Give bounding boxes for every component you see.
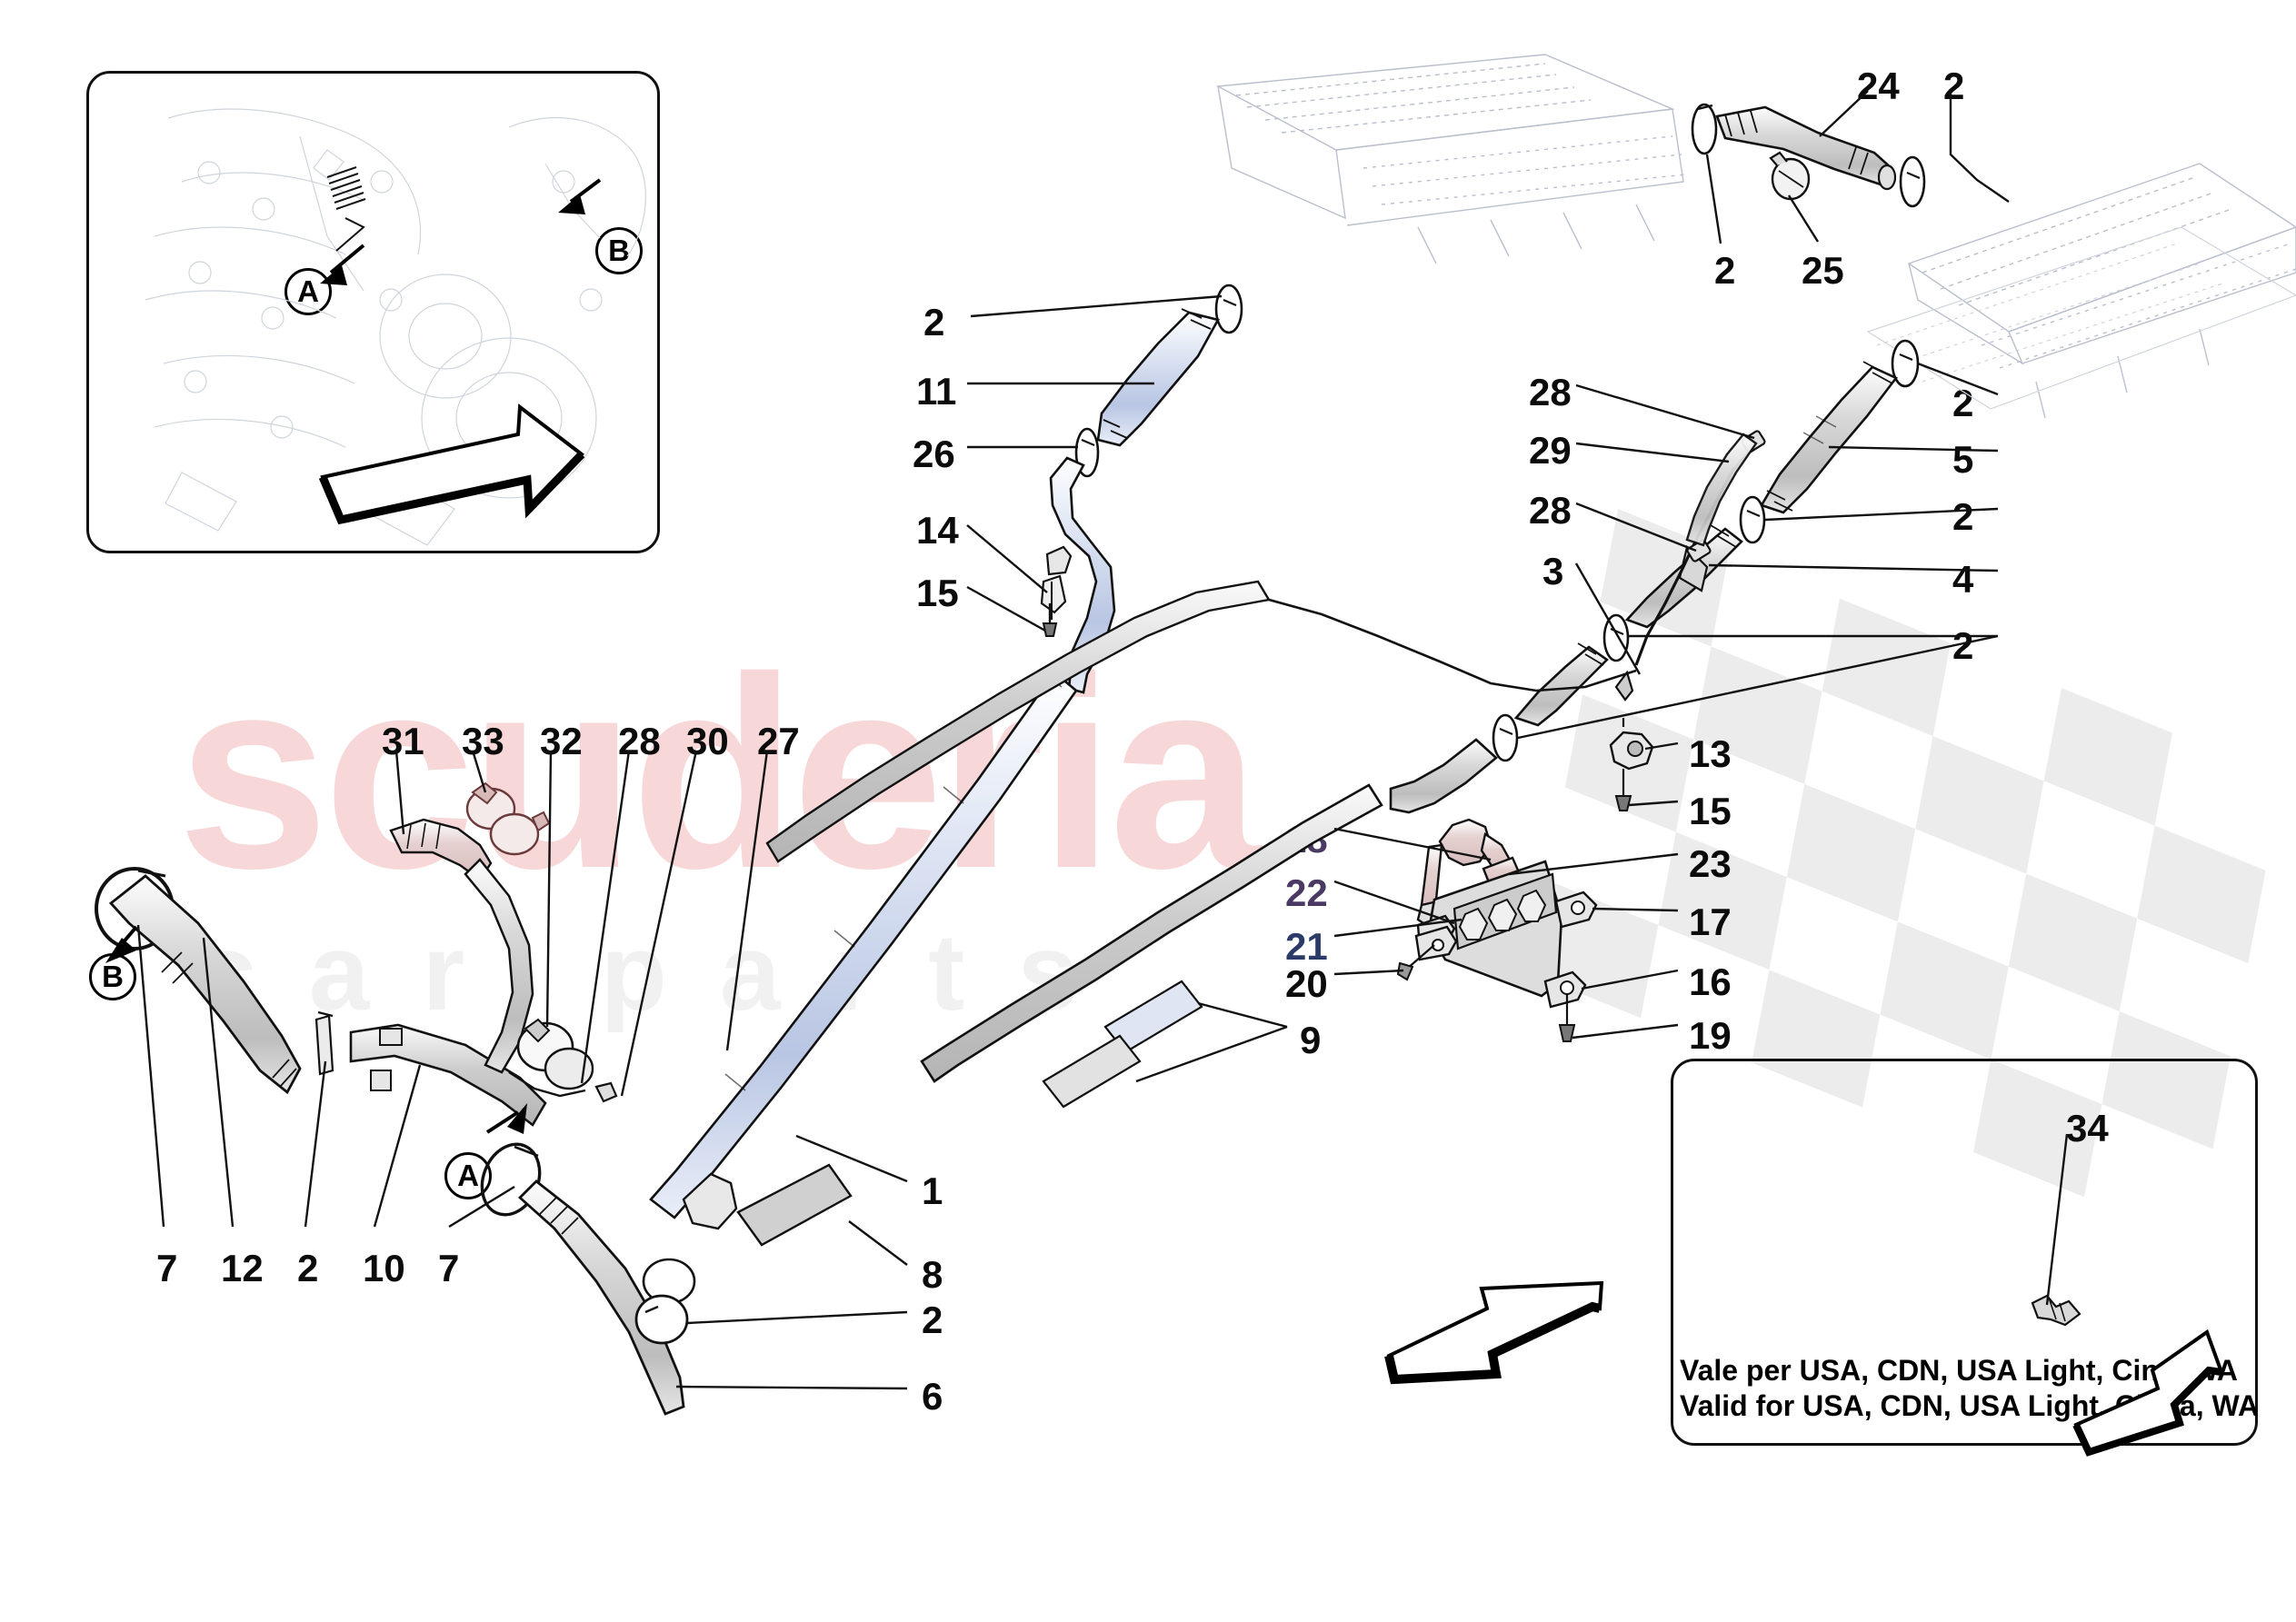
watermark-car-parts: car parts: [195, 911, 1131, 1033]
callout-9: 9: [1300, 1019, 1322, 1061]
callout-2-f: 2: [1952, 624, 1974, 667]
callout-2-g: 2: [922, 1299, 943, 1341]
callout-28-c: 28: [618, 720, 661, 762]
callout-5: 5: [1952, 438, 1974, 481]
pad-8: [736, 1163, 908, 1266]
hose-11-assembly: [649, 284, 1243, 1219]
callout-20: 20: [1285, 962, 1328, 1005]
callout-23: 23: [1689, 842, 1732, 885]
callout-19: 19: [1689, 1014, 1732, 1057]
view-marker-A-inset: A: [285, 268, 332, 315]
callout-7-a: 7: [156, 1247, 178, 1289]
caption-english: Valid for USA, CDN, USA Light, China, WA: [1680, 1389, 2260, 1423]
bracket-assembly: [1333, 818, 1679, 1042]
clip-25: [1769, 151, 1811, 201]
view-marker-B-inset: B: [595, 227, 643, 274]
clamp-33: [465, 781, 551, 856]
callout-8: 8: [922, 1253, 943, 1296]
callout-30: 30: [686, 720, 729, 762]
callout-15-b: 15: [1689, 790, 1732, 832]
callout-27: 27: [757, 720, 800, 762]
main-arrow-A: [485, 1103, 527, 1134]
view-marker-A-main: A: [444, 1152, 492, 1199]
callout-21: 21: [1285, 925, 1328, 968]
callout-2-d: 2: [1952, 382, 1974, 424]
callout-26: 26: [913, 433, 955, 475]
hose-31-feed: [389, 750, 769, 1103]
callout-10: 10: [363, 1247, 405, 1289]
engine-bay-reference-inset: [86, 71, 660, 553]
screw-15: [1042, 603, 1058, 637]
callout-12: 12: [221, 1247, 264, 1289]
callout-28-a: 28: [1529, 371, 1572, 413]
callout-32: 32: [540, 720, 583, 762]
pipe-3: [1268, 430, 1766, 702]
callout-17: 17: [1689, 901, 1732, 943]
callout-15-a: 15: [916, 572, 959, 614]
callout-22: 22: [1285, 871, 1328, 914]
callout-2-c: 2: [923, 301, 945, 343]
callout-11: 11: [916, 370, 957, 413]
callout-2-a: 2: [1943, 65, 1965, 107]
callout-2-b: 2: [1714, 249, 1736, 292]
callout-29: 29: [1529, 429, 1572, 472]
bracket-14: [1040, 545, 1073, 620]
caption-italian: Vale per USA, CDN, USA Light, Cina, WA: [1680, 1354, 2238, 1387]
ghost-radiator-right: [1907, 163, 2296, 419]
ghost-radiator-upper-left: [1215, 54, 1688, 264]
callout-2-h: 2: [297, 1247, 319, 1289]
callout-31: 31: [382, 720, 424, 762]
bottom-direction-arrow: [1384, 1280, 1604, 1385]
clip-13-assembly: [1609, 718, 1679, 811]
ghost-radiator-right-lower: [1866, 226, 2296, 410]
hose-24-assembly: [1691, 90, 2010, 244]
watermark-scuderia: scuderia: [177, 620, 1261, 925]
callout-1: 1: [922, 1169, 943, 1212]
callout-28-b: 28: [1529, 489, 1572, 532]
callout-7-b: 7: [438, 1247, 460, 1289]
callout-25: 25: [1802, 249, 1844, 292]
callout-13: 13: [1689, 732, 1732, 775]
callout-16: 16: [1689, 960, 1732, 1003]
callout-18: 18: [1285, 818, 1328, 861]
callout-14: 14: [916, 509, 959, 552]
hose-6-assembly: [480, 1134, 908, 1416]
callout-33: 33: [462, 720, 504, 762]
callout-34: 34: [2066, 1107, 2109, 1149]
callout-24: 24: [1857, 65, 1900, 107]
callout-4: 4: [1952, 558, 1974, 601]
view-marker-B-main: B: [89, 953, 136, 1000]
usa-variant-caption: Vale per USA, CDN, USA Light, Cina, WA V…: [1680, 1353, 2271, 1424]
clamp-32: [516, 1018, 594, 1090]
pads-9: [1042, 980, 1288, 1109]
callout-3: 3: [1542, 550, 1564, 592]
callout-6: 6: [922, 1375, 943, 1418]
callout-2-e: 2: [1952, 495, 1974, 538]
usa-variant-inset: [1671, 1059, 2258, 1446]
